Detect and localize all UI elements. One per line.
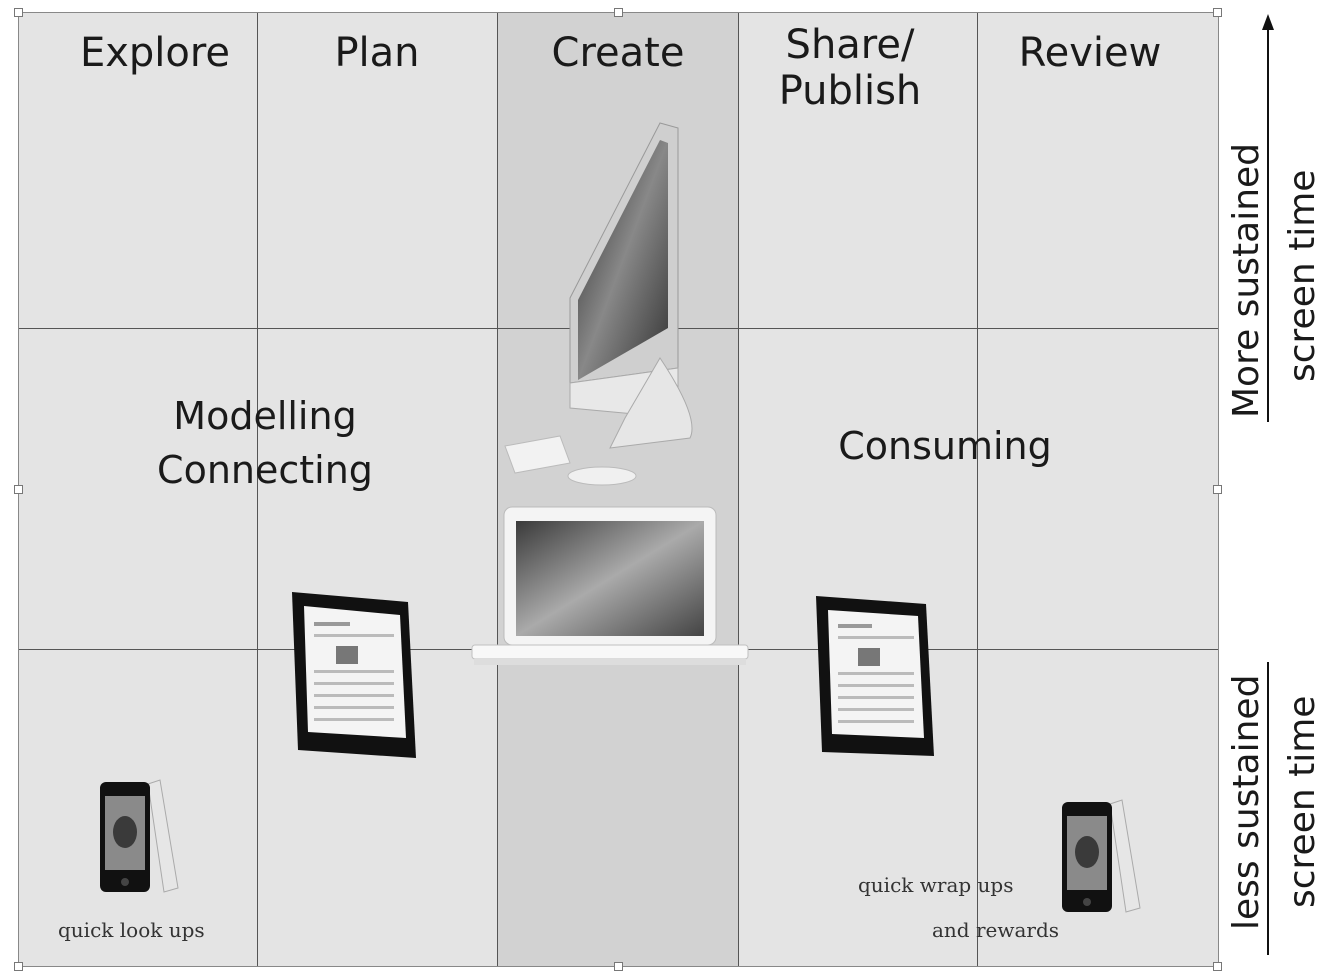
- grid-line: [257, 12, 258, 966]
- grid-line: [977, 12, 978, 966]
- zone-label-connecting: Connecting: [157, 448, 373, 492]
- smartphone-icon: [1062, 799, 1141, 913]
- column-header-review: Review: [1018, 30, 1162, 76]
- resize-handle[interactable]: [614, 8, 623, 17]
- axis-label-screen-time-top: screen time: [1282, 169, 1323, 382]
- create-column-highlight: [497, 12, 738, 966]
- screen-time-axis-arrow: [1262, 14, 1274, 955]
- axis-label-screen-time-bottom: screen time: [1282, 695, 1323, 908]
- column-header-plan: Plan: [334, 30, 420, 76]
- resize-handle[interactable]: [1213, 962, 1222, 971]
- axis-label-less-sustained: less sustained: [1226, 674, 1267, 930]
- desktop-computer-icon: [504, 122, 693, 486]
- resize-handle[interactable]: [614, 962, 623, 971]
- smartphone-icon: [100, 779, 179, 893]
- laptop-icon: [471, 506, 749, 665]
- resize-handle[interactable]: [1213, 485, 1222, 494]
- resize-handle[interactable]: [14, 962, 23, 971]
- grid-line: [497, 12, 498, 966]
- resize-handle[interactable]: [14, 8, 23, 17]
- zone-label-modelling: Modelling: [173, 394, 357, 438]
- resize-handle[interactable]: [1213, 8, 1222, 17]
- note-quick-wrap-ups: quick wrap ups: [858, 873, 1014, 897]
- axis-label-more-sustained: More sustained: [1226, 142, 1267, 418]
- resize-handle[interactable]: [14, 485, 23, 494]
- column-header-share-publish: Share/ Publish: [778, 22, 922, 114]
- zone-label-consuming: Consuming: [838, 424, 1052, 468]
- note-quick-look-ups: quick look ups: [58, 918, 205, 942]
- column-header-create: Create: [551, 30, 685, 76]
- note-and-rewards: and rewards: [932, 918, 1060, 942]
- column-header-explore: Explore: [79, 30, 231, 76]
- grid-line: [738, 12, 739, 966]
- tablet-icon: [816, 596, 934, 756]
- tablet-icon: [292, 592, 416, 758]
